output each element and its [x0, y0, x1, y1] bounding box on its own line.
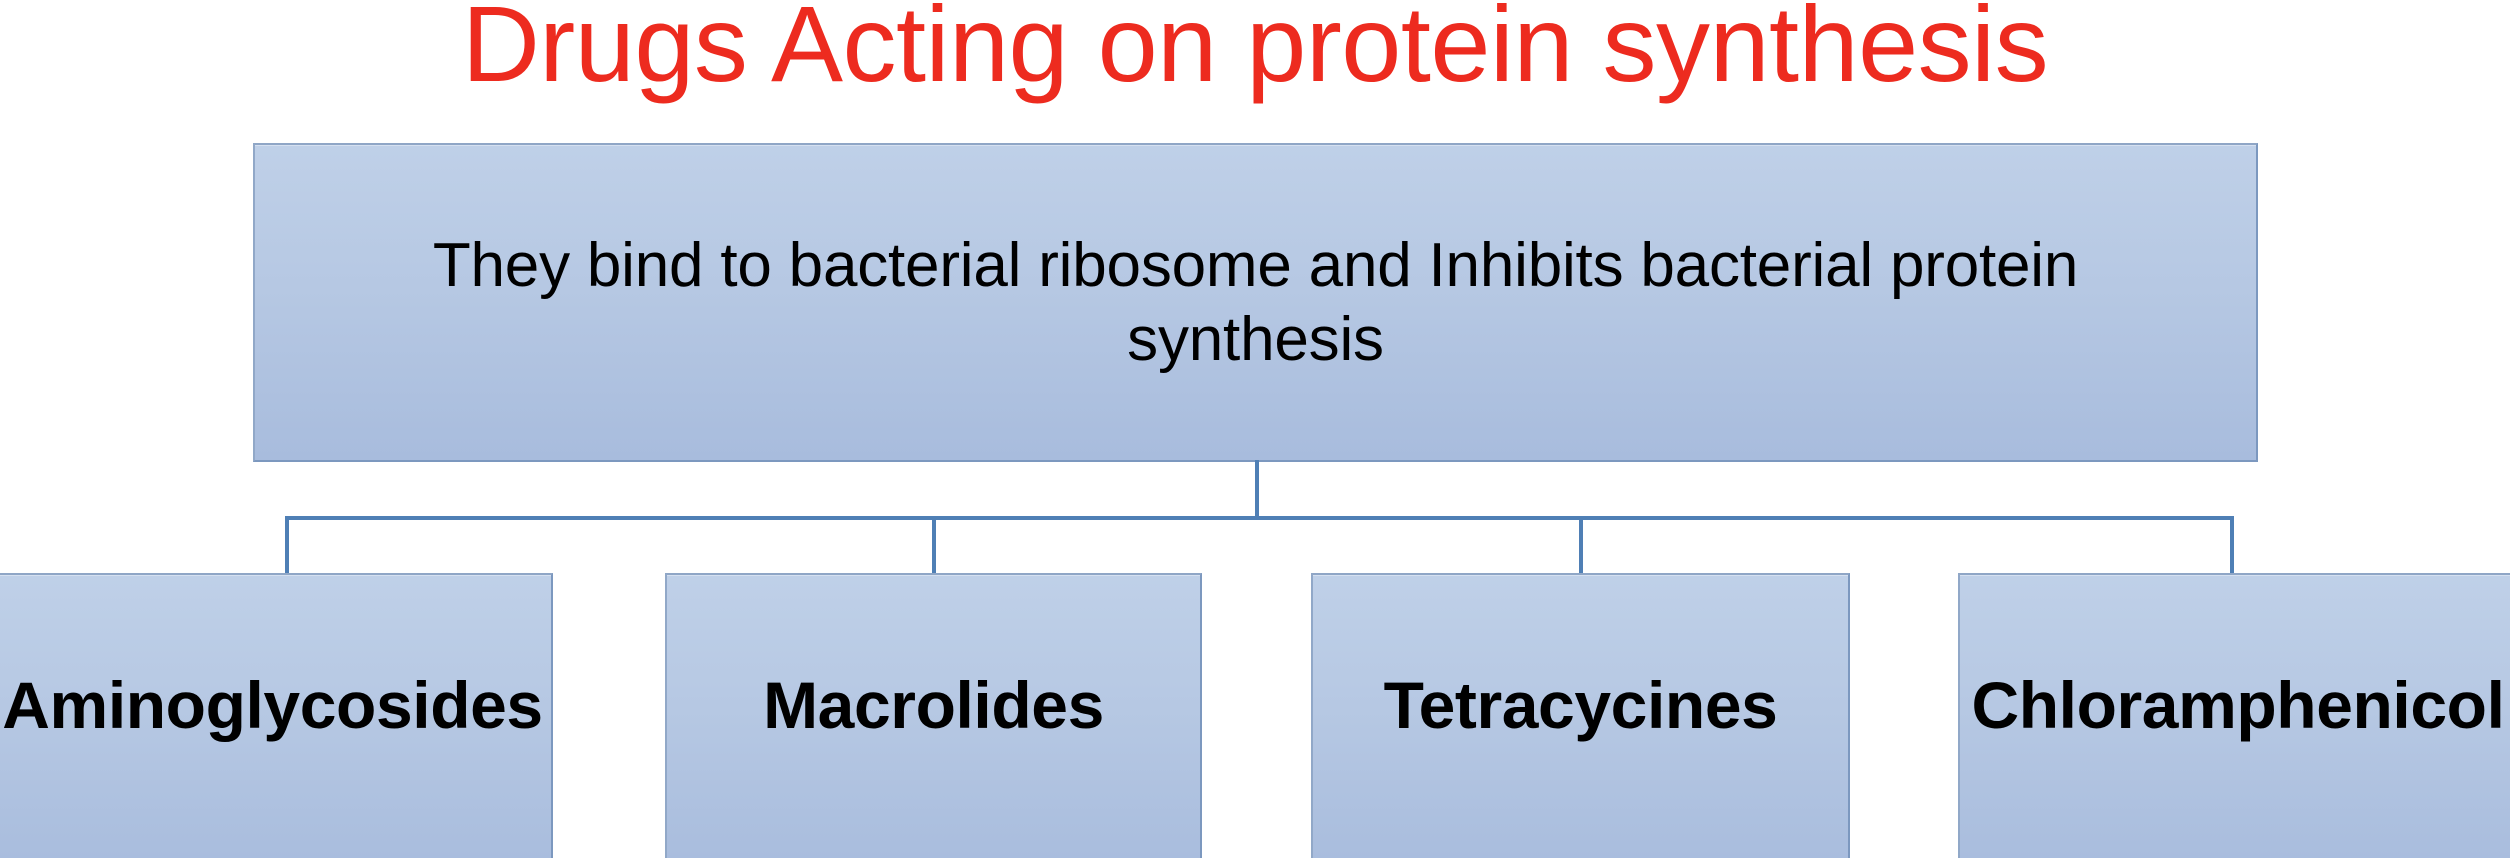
diagram-node-aminoglycosides[interactable]: Aminoglycosides [0, 573, 553, 858]
diagram-node-label: Chloramphenicol [1971, 668, 2505, 742]
diagram-node-label: Tetracycines [1383, 668, 1778, 742]
diagram-node-macrolides[interactable]: Macrolides [665, 573, 1202, 858]
diagram-node-tetracycines[interactable]: Tetracycines [1311, 573, 1850, 858]
diagram-node-label: Aminoglycosides [2, 668, 543, 742]
connector-drop-macrolides [932, 516, 936, 575]
connector-drop-chloramphenicol [2230, 516, 2234, 575]
connector-horizontal-bus [285, 516, 2234, 520]
diagram-node-chloramphenicol[interactable]: Chloramphenicol [1958, 573, 2510, 858]
connector-drop-tetracycines [1579, 516, 1583, 575]
connector-drop-aminoglycosides [285, 516, 289, 575]
page-title: Drugs Acting on protein synthesis [461, 0, 2049, 104]
diagram-root-node[interactable]: They bind to bacterial ribosome and Inhi… [253, 143, 2258, 462]
diagram-root-label: They bind to bacterial ribosome and Inhi… [432, 230, 2079, 374]
diagram-node-label: Macrolides [763, 668, 1104, 742]
connector-root-stem [1255, 460, 1259, 520]
